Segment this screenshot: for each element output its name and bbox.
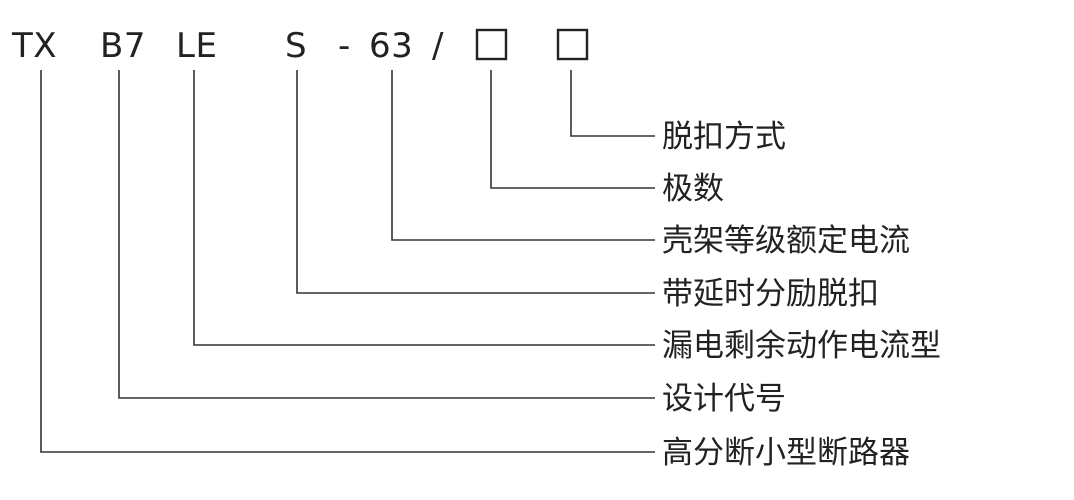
legend-label-trip-mode: 脱扣方式 [662,119,786,155]
legend-label-frame-current: 壳架等级额定电流 [662,223,910,259]
legend-label-poles: 极数 [662,171,724,207]
legend-label-residual-current-type: 漏电剩余动作电流型 [662,328,941,364]
legend-label-shunt-trip: 带延时分励脱扣 [662,276,879,312]
leader-line-box1 [490,70,655,189]
leader-line-s [296,70,655,294]
code-segment-b7: B7 [100,26,146,66]
code-segment-s: S [285,26,307,66]
code-segment-slash: / [432,26,444,66]
leader-line-tx [40,70,655,453]
code-segment-box2 [556,28,589,61]
leader-line-63 [391,70,655,241]
leader-line-box2 [570,70,655,137]
code-segment-le: LE [176,26,217,66]
code-segment-box1 [475,28,508,61]
leader-line-b7 [118,70,655,399]
code-segment-dash: - [338,26,351,66]
legend-label-breaker-type: 高分断小型断路器 [662,435,910,471]
model-code: TX B7 LE S - 63 / [11,26,589,66]
code-segment-tx: TX [11,26,57,66]
leader-line-le [193,70,655,346]
leader-lines [40,70,655,453]
code-segment-63: 63 [369,26,413,66]
legend-labels: 脱扣方式 极数 壳架等级额定电流 带延时分励脱扣 漏电剩余动作电流型 设计代号 … [662,119,941,471]
legend-label-design-code: 设计代号 [662,381,786,417]
